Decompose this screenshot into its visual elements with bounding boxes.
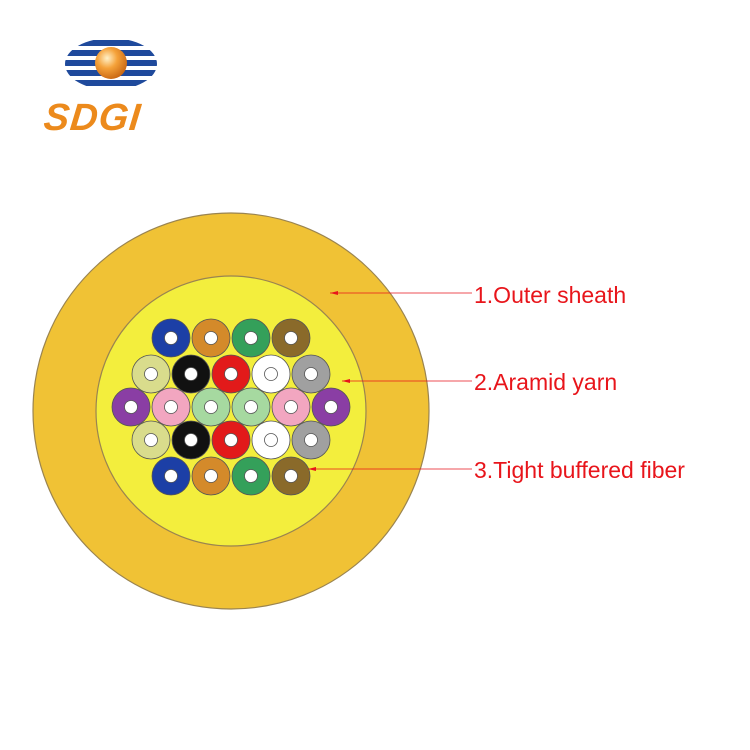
fiber-core (284, 400, 298, 414)
fiber-core (264, 367, 278, 381)
fiber-core (284, 469, 298, 483)
fiber-core (144, 433, 158, 447)
fiber-core (164, 331, 178, 345)
fiber-core (224, 367, 238, 381)
fiber-core (264, 433, 278, 447)
logo-stripe (65, 80, 157, 86)
fiber-core (204, 400, 218, 414)
fiber-core (304, 433, 318, 447)
fiber-core (164, 400, 178, 414)
fiber-core (224, 433, 238, 447)
fiber-core (244, 469, 258, 483)
label-outer-sheath: 1.Outer sheath (474, 282, 627, 308)
label-tight-buffered-fiber: 3.Tight buffered fiber (474, 457, 685, 483)
fiber-core (144, 367, 158, 381)
leader-arrow-aramid-yarn (342, 379, 350, 383)
tight-buffered-fibers (111, 318, 351, 496)
logo-orb (95, 47, 127, 79)
fiber-core (244, 400, 258, 414)
fiber-core (204, 331, 218, 345)
leader-arrow-outer-sheath (330, 291, 338, 295)
fiber-core (284, 331, 298, 345)
fiber-core (324, 400, 338, 414)
fiber-core (124, 400, 138, 414)
fiber-core (184, 367, 198, 381)
label-aramid-yarn: 2.Aramid yarn (474, 369, 618, 395)
leader-arrow-fiber (308, 467, 316, 471)
fiber-core (304, 367, 318, 381)
fiber-core (184, 433, 198, 447)
fiber-core (164, 469, 178, 483)
logo-stripe (65, 40, 157, 46)
fiber-core (244, 331, 258, 345)
leader-lines (308, 291, 472, 471)
company-logo (65, 40, 157, 86)
fiber-core (204, 469, 218, 483)
